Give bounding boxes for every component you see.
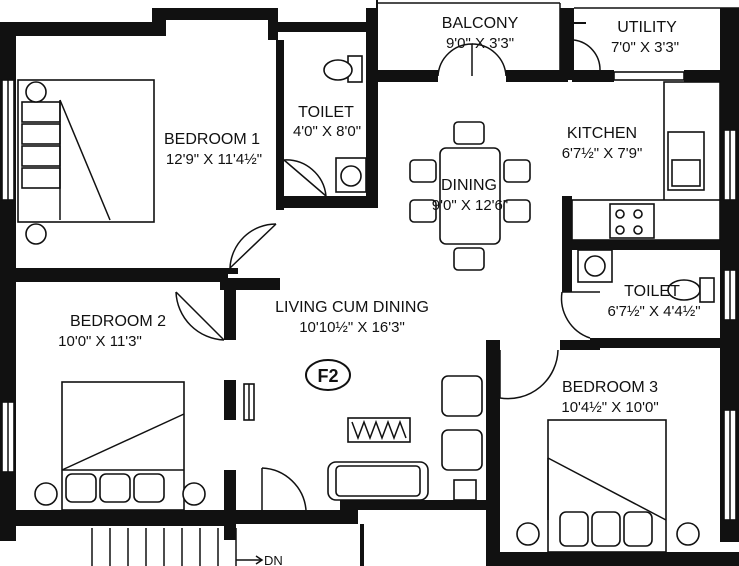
kitchen-size: 6'7½" X 7'9" <box>562 145 643 162</box>
balcony-size: 9'0" X 3'3" <box>446 35 514 52</box>
stair-label: DN <box>264 553 283 566</box>
bedroom1-name: BEDROOM 1 <box>164 131 260 148</box>
unit-tag-text: F2 <box>317 366 338 386</box>
room-labels: BALCONY 9'0" X 3'3" UTILITY 7'0" X 3'3" … <box>58 15 700 566</box>
toilet1-size: 4'0" X 8'0" <box>293 123 361 140</box>
toilet1-name: TOILET <box>298 104 354 121</box>
doors <box>175 39 601 511</box>
wc-icon <box>323 55 363 83</box>
washbasin-icon <box>577 249 613 283</box>
side-table-icon <box>453 479 477 501</box>
toilet2-size: 6'7½" X 4'4½" <box>607 303 700 320</box>
stove-icon <box>609 203 655 239</box>
living-name: LIVING CUM DINING <box>275 299 429 316</box>
windows <box>1 71 737 521</box>
kitchen-name: KITCHEN <box>567 125 637 142</box>
armchair-icon <box>441 375 483 471</box>
unit-tag: F2 <box>305 359 351 391</box>
bedroom1-size: 12'9" X 11'4½" <box>166 151 262 168</box>
dining-size: 9'0" X 12'6" <box>432 197 508 214</box>
bedroom3-size: 10'4½" X 10'0" <box>561 399 658 416</box>
stairs <box>91 528 264 566</box>
wc-icon <box>667 277 715 303</box>
utility-size: 7'0" X 3'3" <box>611 39 679 56</box>
balcony-name: BALCONY <box>442 15 519 32</box>
bedroom3-name: BEDROOM 3 <box>562 379 658 396</box>
bedroom2-size: 10'0" X 11'3" <box>58 333 142 350</box>
sofa-icon <box>327 461 429 501</box>
washbasin-icon <box>335 157 367 193</box>
coffee-table-icon <box>347 417 411 443</box>
dining-table-icon <box>409 121 531 271</box>
dining-name: DINING <box>441 177 497 194</box>
living-size: 10'10½" X 16'3" <box>299 319 405 336</box>
bed-icon <box>516 419 700 553</box>
bed-icon <box>34 381 206 511</box>
utility-name: UTILITY <box>617 19 677 36</box>
toilet2-name: TOILET <box>624 283 680 300</box>
bedroom2-name: BEDROOM 2 <box>70 313 166 330</box>
bed-icon <box>17 79 155 245</box>
